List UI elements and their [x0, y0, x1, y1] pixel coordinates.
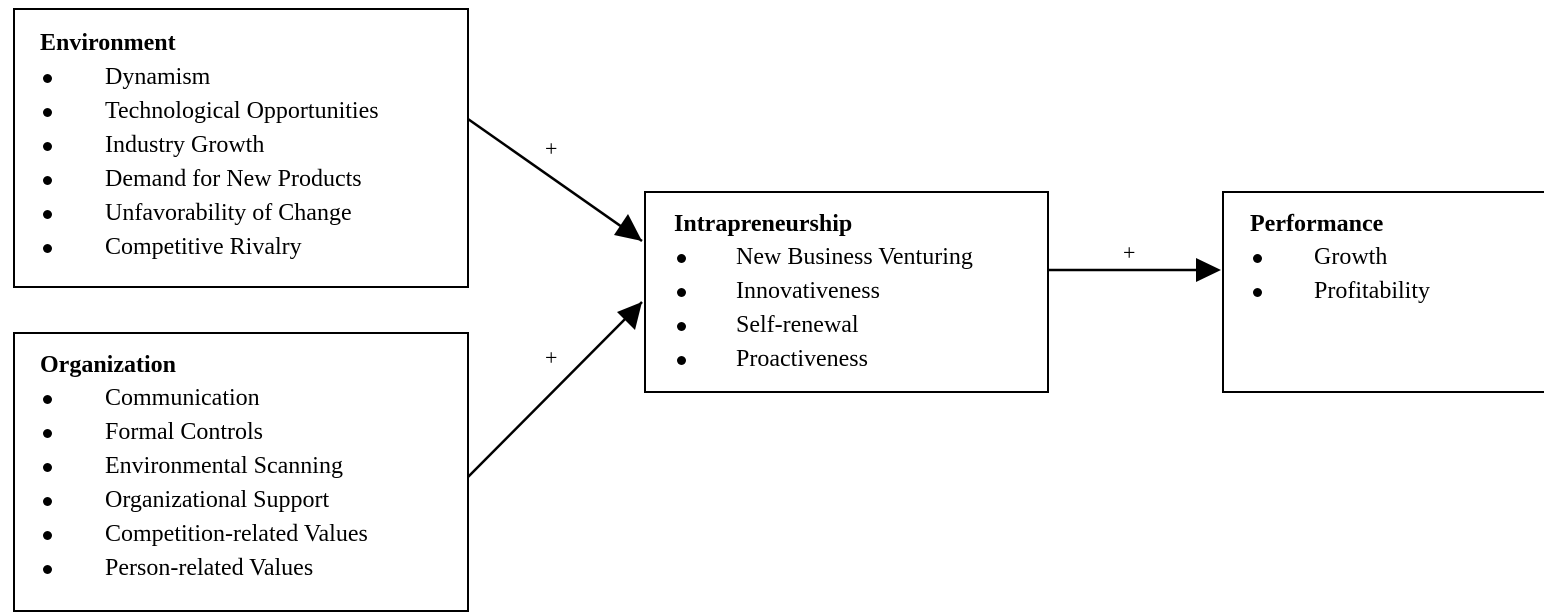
list-item: Organizational Support [40, 483, 368, 517]
list-item: Growth [1250, 240, 1430, 274]
list-item: Person-related Values [40, 551, 368, 585]
bullet-icon [677, 356, 686, 365]
bullet-icon [43, 74, 52, 83]
intrapreneurship-title: Intrapreneurship [674, 211, 853, 237]
environment-box: Environment Dynamism Technological Oppor… [13, 8, 469, 288]
bullet-icon [43, 531, 52, 540]
list-item: Unfavorability of Change [40, 196, 379, 230]
arrowhead [614, 214, 642, 241]
bullet-icon [677, 254, 686, 263]
bullet-icon [43, 463, 52, 472]
list-item: Formal Controls [40, 415, 368, 449]
bullet-icon [43, 210, 52, 219]
list-item: Profitability [1250, 274, 1430, 308]
list-item: Technological Opportunities [40, 94, 379, 128]
intrapreneurship-list: New Business Venturing Innovativeness Se… [674, 240, 973, 376]
list-item: New Business Venturing [674, 240, 973, 274]
list-item: Self-renewal [674, 308, 973, 342]
organization-box: Organization Communication Formal Contro… [13, 332, 469, 612]
positive-sign: + [1123, 240, 1136, 265]
list-item: Industry Growth [40, 128, 379, 162]
performance-list: Growth Profitability [1250, 240, 1430, 308]
arrowhead [1196, 258, 1221, 282]
bullet-icon [677, 288, 686, 297]
bullet-icon [43, 142, 52, 151]
bullet-icon [43, 395, 52, 404]
bullet-icon [43, 108, 52, 117]
environment-title: Environment [40, 30, 176, 56]
list-item: Dynamism [40, 60, 379, 94]
bullet-icon [43, 497, 52, 506]
list-item: Environmental Scanning [40, 449, 368, 483]
performance-box: Performance Growth Profitability [1222, 191, 1544, 393]
organization-list: Communication Formal Controls Environmen… [40, 381, 368, 585]
list-item: Innovativeness [674, 274, 973, 308]
bullet-icon [43, 244, 52, 253]
bullet-icon [43, 565, 52, 574]
bullet-icon [1253, 254, 1262, 263]
list-item: Competitive Rivalry [40, 230, 379, 264]
bullet-icon [43, 429, 52, 438]
bullet-icon [677, 322, 686, 331]
list-item: Proactiveness [674, 342, 973, 376]
bullet-icon [43, 176, 52, 185]
positive-sign: + [545, 136, 558, 161]
arrow-organization-to-intrapreneurship [467, 301, 643, 478]
list-item: Competition-related Values [40, 517, 368, 551]
arrowhead [617, 302, 642, 330]
organization-title: Organization [40, 352, 176, 378]
bullet-icon [1253, 288, 1262, 297]
arrow-environment-to-intrapreneurship [467, 117, 643, 243]
environment-list: Dynamism Technological Opportunities Ind… [40, 60, 379, 264]
positive-sign: + [545, 345, 558, 370]
list-item: Communication [40, 381, 368, 415]
list-item: Demand for New Products [40, 162, 379, 196]
intrapreneurship-box: Intrapreneurship New Business Venturing … [644, 191, 1049, 393]
performance-title: Performance [1250, 211, 1384, 237]
